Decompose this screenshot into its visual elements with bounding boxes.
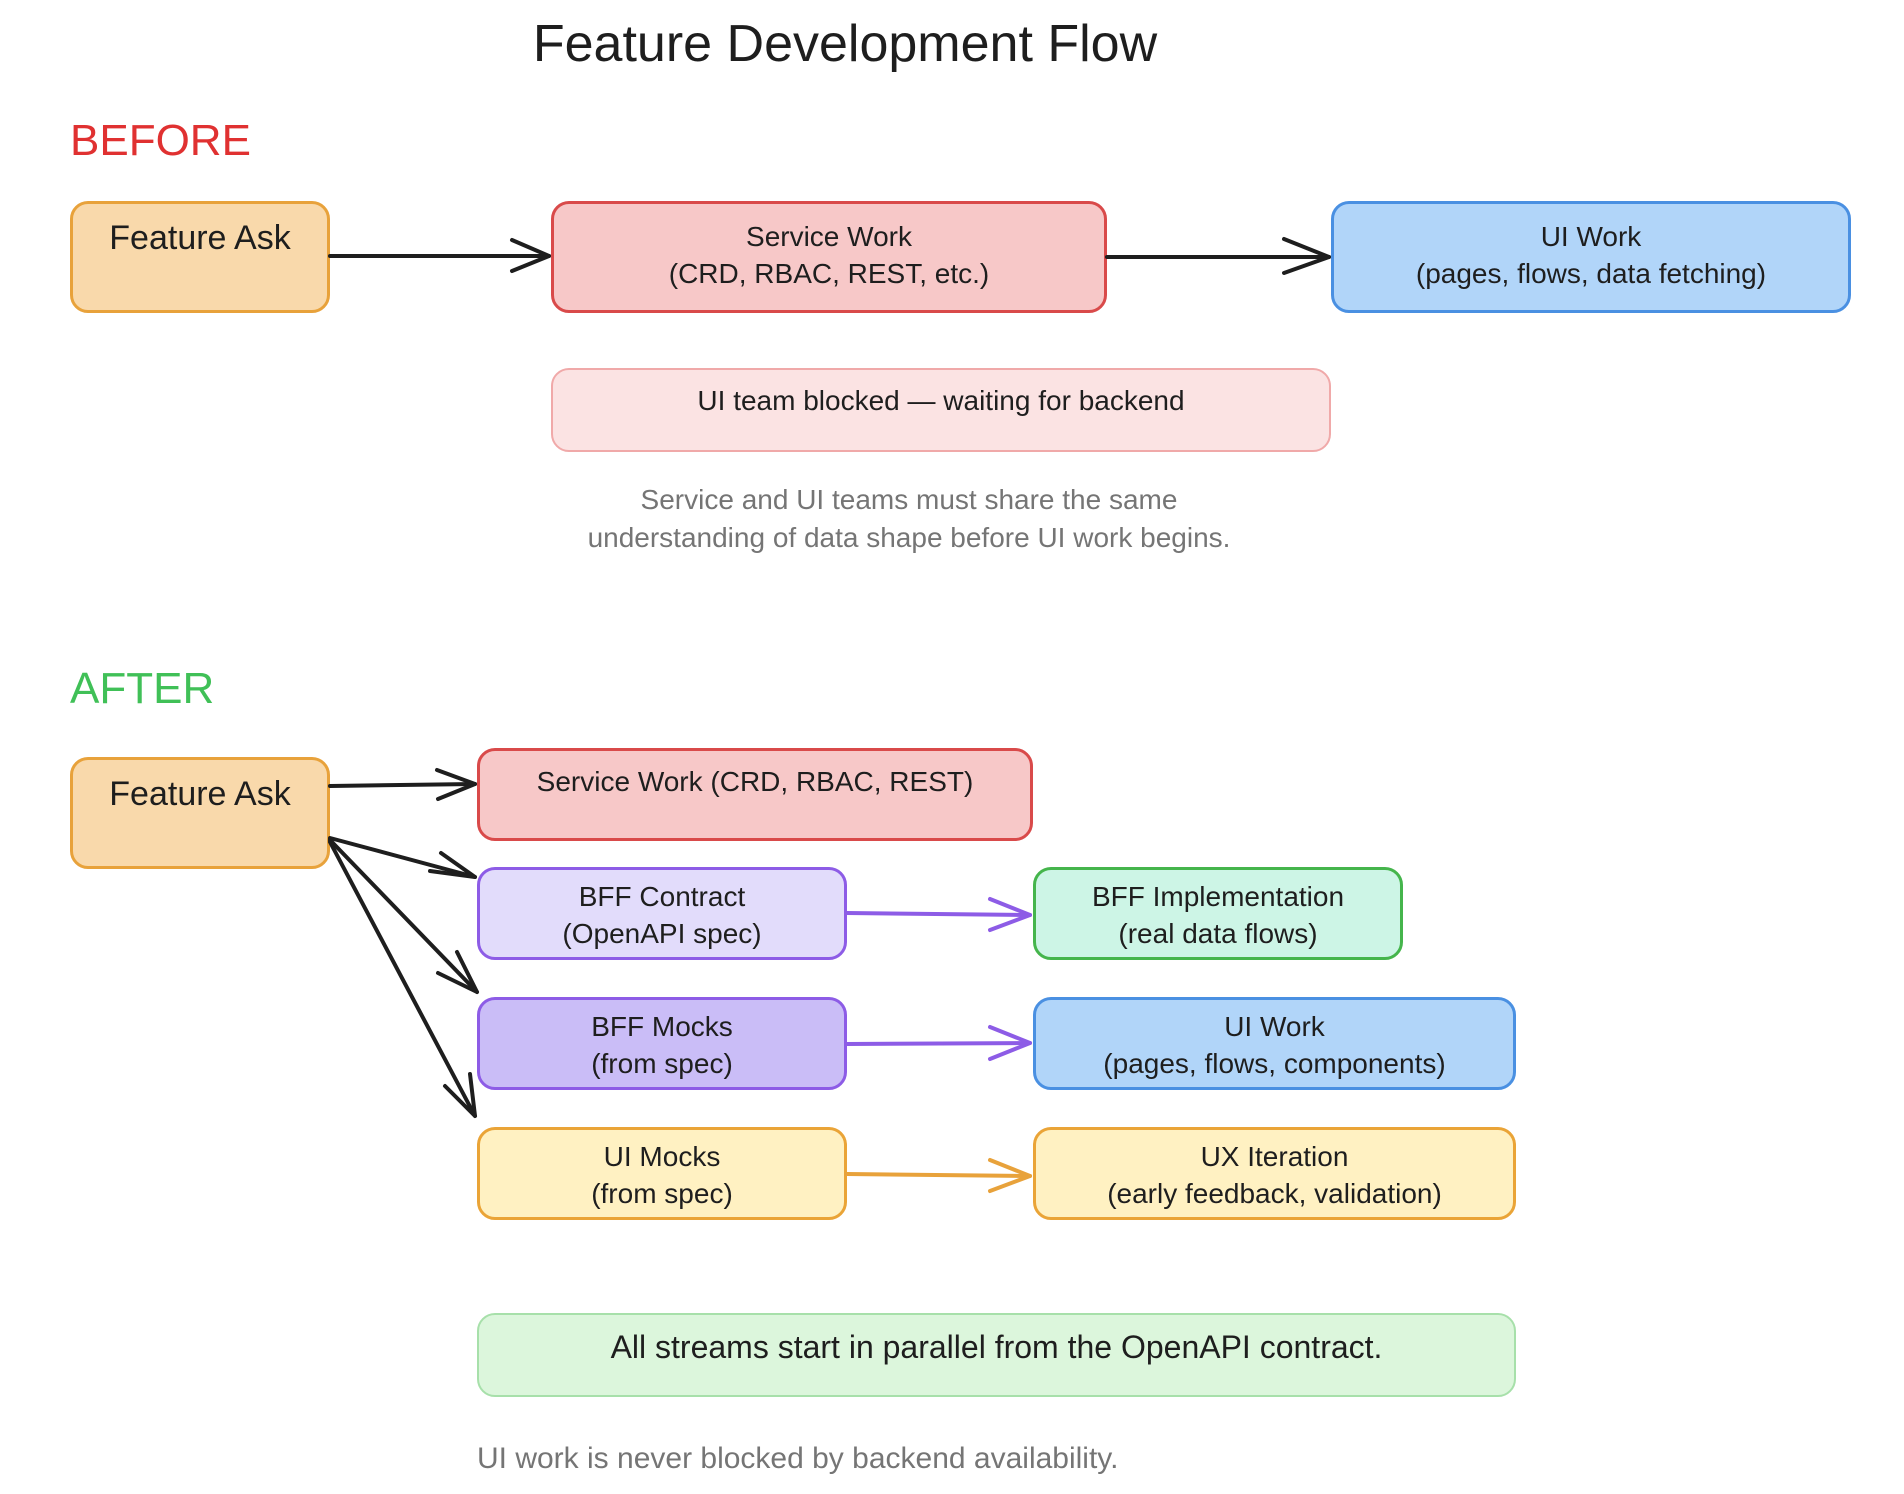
before-feature-ask-label: Feature Ask	[109, 219, 291, 257]
before-caption: Service and UI teams must share the same…	[551, 481, 1267, 557]
before-ui-work-box: UI Work (pages, flows, data fetching)	[1331, 201, 1851, 313]
arrow-service-work-to-ui-work	[1105, 237, 1331, 275]
after-ui-work-title: UI Work	[1224, 1011, 1325, 1042]
bff-mocks-title: BFF Mocks	[591, 1011, 733, 1042]
arrow-ui-mocks-to-ux-iteration	[845, 1158, 1032, 1193]
arrow-feature-ask-to-after-service-work	[328, 768, 477, 801]
ux-iteration-detail: (early feedback, validation)	[1107, 1178, 1442, 1209]
before-feature-ask-box: Feature Ask	[70, 201, 330, 313]
ui-mocks-box: UI Mocks (from spec)	[477, 1127, 847, 1220]
bff-mocks-box: BFF Mocks (from spec)	[477, 997, 847, 1090]
ui-mocks-title: UI Mocks	[603, 1141, 721, 1172]
bff-contract-box: BFF Contract (OpenAPI spec)	[477, 867, 847, 960]
bff-implementation-title: BFF Implementation	[1091, 881, 1345, 912]
ui-mocks-detail: (from spec)	[591, 1178, 733, 1209]
after-feature-ask-box: Feature Ask	[70, 757, 330, 869]
after-service-work-label: Service Work (CRD, RBAC, REST)	[536, 766, 974, 797]
arrow-bff-mocks-to-ui-work	[845, 1025, 1032, 1061]
after-caption: UI work is never blocked by backend avai…	[477, 1442, 1119, 1475]
before-caption-line-1: Service and UI teams must share the same	[640, 484, 1178, 515]
before-service-work-box: Service Work (CRD, RBAC, REST, etc.)	[551, 201, 1107, 313]
arrow-feature-ask-to-bff-mocks	[328, 838, 479, 994]
after-ui-work-box: UI Work (pages, flows, components)	[1033, 997, 1516, 1090]
after-ui-work-detail: (pages, flows, components)	[1103, 1048, 1446, 1079]
parallel-note-text: All streams start in parallel from the O…	[610, 1329, 1383, 1365]
before-ui-work-title: UI Work	[1540, 221, 1642, 252]
ux-iteration-title: UX Iteration	[1200, 1141, 1349, 1172]
bff-mocks-detail: (from spec)	[591, 1048, 733, 1079]
after-feature-ask-label: Feature Ask	[109, 775, 291, 813]
arrow-feature-ask-to-ui-mocks	[328, 840, 477, 1118]
blocked-note-text: UI team blocked — waiting for backend	[697, 385, 1185, 416]
before-caption-line-2: understanding of data shape before UI wo…	[587, 522, 1231, 553]
before-service-work-title: Service Work	[746, 221, 912, 252]
after-section-label: AFTER	[70, 664, 215, 713]
before-ui-work-detail: (pages, flows, data fetching)	[1415, 258, 1767, 289]
arrow-bff-contract-to-bff-implementation	[845, 897, 1032, 932]
ux-iteration-box: UX Iteration (early feedback, validation…	[1033, 1127, 1516, 1220]
diagram-title: Feature Development Flow	[532, 15, 1158, 73]
bff-contract-detail: (OpenAPI spec)	[562, 918, 762, 949]
blocked-note-box: UI team blocked — waiting for backend	[551, 368, 1331, 452]
bff-contract-title: BFF Contract	[578, 881, 746, 912]
before-section-label: BEFORE	[70, 116, 251, 165]
parallel-note-box: All streams start in parallel from the O…	[477, 1313, 1516, 1397]
bff-implementation-box: BFF Implementation (real data flows)	[1033, 867, 1403, 960]
bff-implementation-detail: (real data flows)	[1118, 918, 1318, 949]
arrow-feature-ask-to-service-work	[328, 238, 551, 273]
before-service-work-detail: (CRD, RBAC, REST, etc.)	[668, 258, 990, 289]
arrow-feature-ask-to-bff-contract	[328, 836, 477, 879]
after-service-work-box: Service Work (CRD, RBAC, REST)	[477, 748, 1033, 841]
